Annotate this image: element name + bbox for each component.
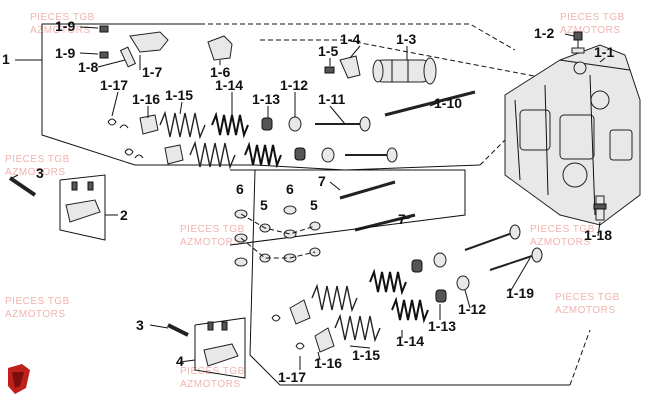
label-part-5-left: 5: [260, 197, 268, 213]
top-left-parts: [99, 25, 233, 68]
watermark-text: AZMOTORS: [555, 305, 615, 316]
label-part-1-16-lower: 1-16: [314, 355, 342, 371]
rocker-assembly-4: [194, 317, 246, 379]
watermark-text: AZMOTORS: [5, 309, 65, 320]
label-part-1-4: 1-4: [340, 31, 360, 47]
label-part-1-17-lower: 1-17: [278, 369, 306, 385]
leader-lines: [11, 26, 606, 370]
label-part-1-19: 1-19: [506, 285, 534, 301]
label-part-1-8: 1-8: [78, 59, 98, 75]
label-part-1-15-lower: 1-15: [352, 347, 380, 363]
camshaft-1-3: [372, 57, 437, 85]
watermark-text: PIECES TGB: [560, 12, 625, 23]
watermark-text: AZMOTORS: [30, 25, 90, 36]
label-part-1-7: 1-7: [142, 64, 162, 80]
label-part-1-5: 1-5: [318, 43, 338, 59]
watermark-text: PIECES TGB: [530, 224, 595, 235]
label-part-1-18: 1-18: [584, 227, 612, 243]
label-part-1-12-lower: 1-12: [458, 301, 486, 317]
label-part-1-11: 1-11: [318, 91, 345, 107]
tgb-shield-logo-icon: [8, 364, 30, 394]
watermark-text: PIECES TGB: [180, 224, 245, 235]
watermark-layer: PIECES TGB AZMOTORS PIECES TGB AZMOTORS …: [5, 12, 625, 390]
label-part-4: 4: [176, 353, 184, 369]
watermark-text: PIECES TGB: [180, 366, 245, 377]
watermark-text: AZMOTORS: [530, 237, 590, 248]
rod-3-lower: [167, 323, 189, 337]
label-part-1-2: 1-2: [534, 25, 554, 41]
label-part-7-upper: 7: [318, 173, 326, 189]
label-part-6-left: 6: [236, 181, 244, 197]
label-part-1-15: 1-15: [165, 87, 193, 103]
watermark-text: PIECES TGB: [555, 292, 620, 303]
lower-valve-train: [271, 224, 543, 353]
label-part-1-13: 1-13: [252, 91, 280, 107]
part-labels: 1 1-1 1-2 1-3 1-4 1-5 1-6 1-7 1-8 1-9 1-…: [2, 18, 614, 385]
label-part-1-10: 1-10: [434, 95, 462, 111]
label-part-1-6: 1-6: [210, 64, 230, 80]
label-part-1-14: 1-14: [215, 77, 243, 93]
label-part-3-lower: 3: [136, 317, 144, 333]
label-part-1-14-lower: 1-14: [396, 333, 424, 349]
label-part-2: 2: [120, 207, 128, 223]
watermark-text: PIECES TGB: [30, 12, 95, 23]
watermark-text: AZMOTORS: [5, 167, 65, 178]
label-part-6-right: 6: [286, 181, 294, 197]
label-part-1-3: 1-3: [396, 31, 416, 47]
bolt-1-2: [571, 31, 585, 54]
label-part-3-upper: 3: [36, 165, 44, 181]
rocker-assembly-2: [59, 174, 118, 241]
cylinder-head: [504, 44, 641, 226]
label-part-7-lower: 7: [398, 211, 406, 227]
label-part-1-1: 1-1: [594, 44, 614, 60]
label-part-1: 1: [2, 51, 10, 67]
spark-plug-1-18: [593, 195, 607, 221]
label-part-1-9-top: 1-9: [55, 18, 75, 34]
upper-valve-train: [107, 110, 371, 140]
rod-3-upper: [8, 176, 37, 197]
main-group-outline: [15, 23, 591, 386]
watermark-text: AZMOTORS: [180, 237, 240, 248]
upper-valve-train-row2: [124, 140, 398, 170]
shims-block: [229, 169, 466, 267]
watermark-text: AZMOTORS: [560, 25, 620, 36]
label-part-1-12: 1-12: [280, 77, 308, 93]
label-part-1-9-bottom: 1-9: [55, 45, 75, 61]
watermark-text: PIECES TGB: [5, 296, 70, 307]
label-part-1-17: 1-17: [100, 77, 128, 93]
shaft-1-10: [384, 90, 476, 117]
label-part-1-13-lower: 1-13: [428, 318, 456, 334]
plate-1-4: [324, 55, 361, 79]
watermark-text: PIECES TGB: [5, 154, 70, 165]
label-part-1-16: 1-16: [132, 91, 160, 107]
watermark-text: AZMOTORS: [180, 379, 240, 390]
label-part-5-right: 5: [310, 197, 318, 213]
